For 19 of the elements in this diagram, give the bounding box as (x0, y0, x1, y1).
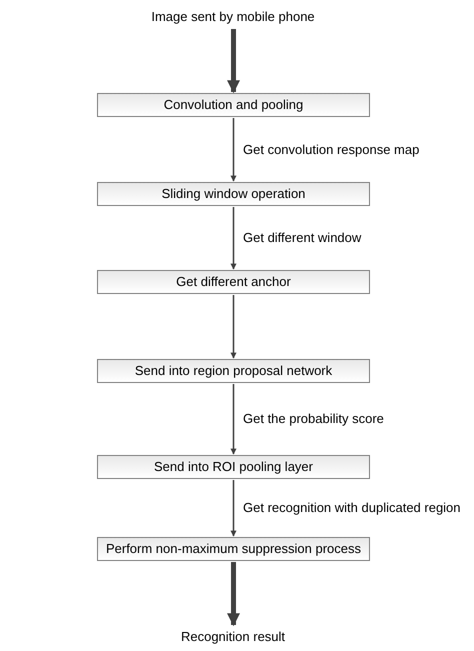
arrow (227, 562, 240, 626)
process-box: Get different anchor (97, 270, 370, 294)
edge-label: Get convolution response map (243, 142, 420, 156)
arrow (230, 384, 236, 455)
edge-label: Get different window (243, 231, 362, 244)
arrow (230, 295, 236, 359)
process-box: Send into ROI pooling layer (97, 455, 370, 479)
text-label: Image sent by mobile phone (117, 6, 349, 28)
text-label: Recognition result (117, 626, 349, 648)
arrow (230, 118, 236, 182)
process-box: Sliding window operation (97, 182, 370, 206)
process-box: Convolution and pooling (97, 93, 370, 117)
arrow (230, 207, 236, 270)
arrow (230, 480, 236, 537)
edge-label: Get recognition with duplicated region (243, 501, 461, 514)
arrow (227, 29, 240, 94)
process-box: Send into region proposal network (97, 359, 370, 383)
process-box: Perform non-maximum suppression process (97, 537, 370, 561)
edge-label: Get the probability score (243, 412, 384, 425)
